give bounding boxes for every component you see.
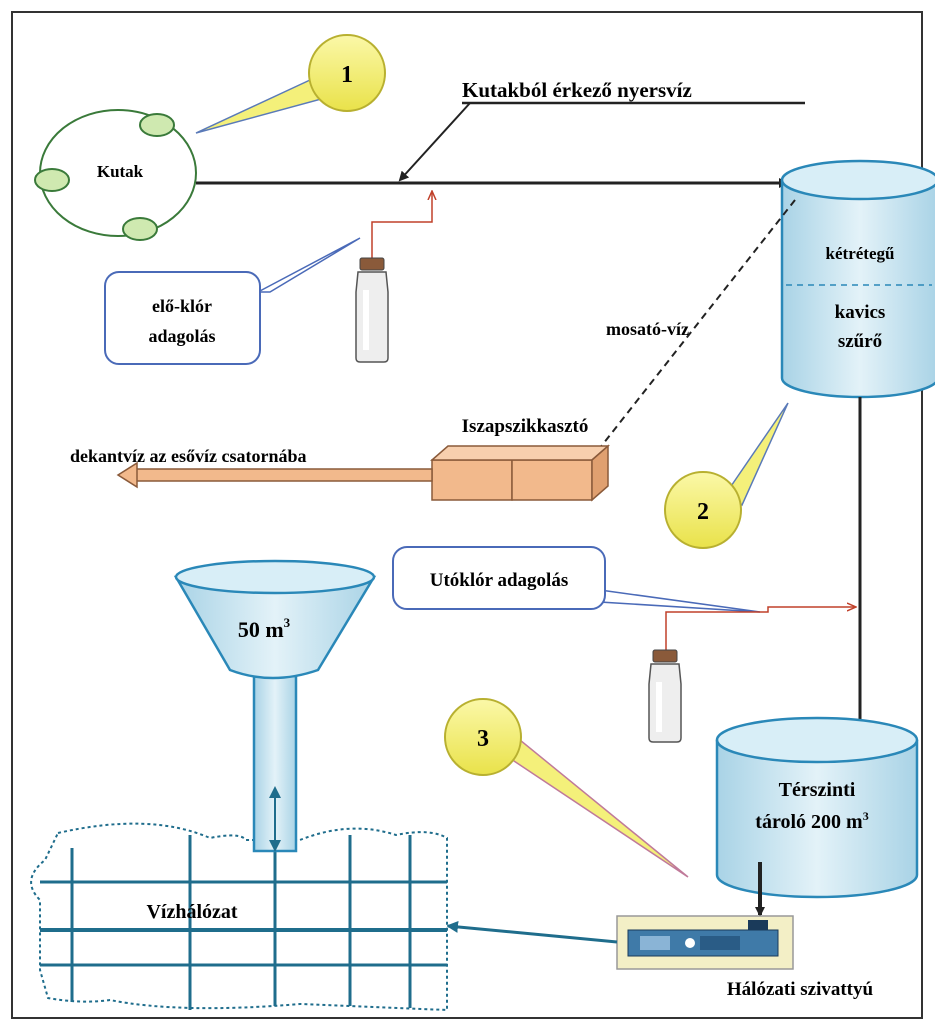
callout-bubble: [664, 471, 742, 549]
washwater-label: mosató-víz: [606, 319, 689, 339]
storage-label-line2: tároló 200 m3: [755, 809, 868, 833]
storage-label-line1: Térszinti: [779, 779, 856, 801]
prechlor-dosing-line: [371, 192, 432, 258]
sludge-label: Iszapszikkasztó: [462, 416, 589, 437]
prechlor-label-line1: elő-klór: [152, 296, 212, 316]
filter-label-line3: szűrő: [838, 331, 882, 352]
callout-1: 1: [195, 34, 386, 134]
filter-label-line2: kavics: [835, 302, 886, 323]
callout-bubble: [444, 698, 522, 776]
decant-label: dekantvíz az esővíz csatornába: [70, 446, 306, 466]
callout-number: 2: [697, 499, 709, 525]
postchlor-dosing-line: [665, 607, 855, 652]
callout-pointer: [195, 79, 327, 134]
raw-water-label: Kutakból érkező nyersvíz: [462, 78, 692, 102]
callout-pointer: [503, 738, 689, 878]
well-icon: [139, 113, 175, 137]
callout-bubble: [308, 34, 386, 112]
well-icon: [122, 217, 158, 241]
prechlor-bottle-icon: [355, 257, 389, 363]
filter-label-line1: kétrétegű: [826, 244, 895, 263]
callout-2: 2: [664, 402, 789, 549]
callout-number: 3: [477, 726, 489, 752]
arrow-down-icon: [269, 840, 281, 852]
postchlor-bottle-icon: [648, 649, 682, 743]
diagram-frame: [11, 11, 923, 1019]
decant-pipe: [116, 461, 433, 489]
arrow-up-icon: [269, 786, 281, 798]
pump-to-network-pipe: [446, 920, 618, 944]
well-icon: [34, 168, 70, 192]
sludge-tank: Iszapszikkasztó: [430, 416, 610, 502]
wells-group: Kutak: [34, 109, 197, 241]
callout-number: 1: [341, 62, 353, 88]
callout-3: 3: [444, 698, 689, 878]
washwater-line: [590, 199, 796, 460]
decant-arrow-icon: [116, 461, 138, 489]
water-tower: 50 m3: [173, 559, 377, 853]
wells-label: Kutak: [97, 162, 144, 181]
pump-label: Hálózati szivattyú: [727, 979, 874, 1000]
gravel-filter-tank: kétrétegű kavics szűrő: [780, 159, 935, 399]
tower-label: 50 m3: [238, 615, 291, 642]
water-network: Vízhálózat: [30, 822, 448, 1012]
prechlor-label-line2: adagolás: [148, 326, 215, 346]
postchlor-callout-box: Utóklór adagolás: [392, 546, 761, 613]
network-pump: [616, 915, 794, 970]
network-label: Vízhálózat: [146, 901, 237, 923]
prechlor-callout-box: elő-klór adagolás: [104, 237, 361, 365]
ground-storage-tank: Térszinti tároló 200 m3: [715, 716, 919, 899]
network-area: [30, 822, 448, 1012]
postchlor-label: Utóklór adagolás: [430, 570, 568, 591]
raw-water-pointer: [398, 102, 471, 182]
